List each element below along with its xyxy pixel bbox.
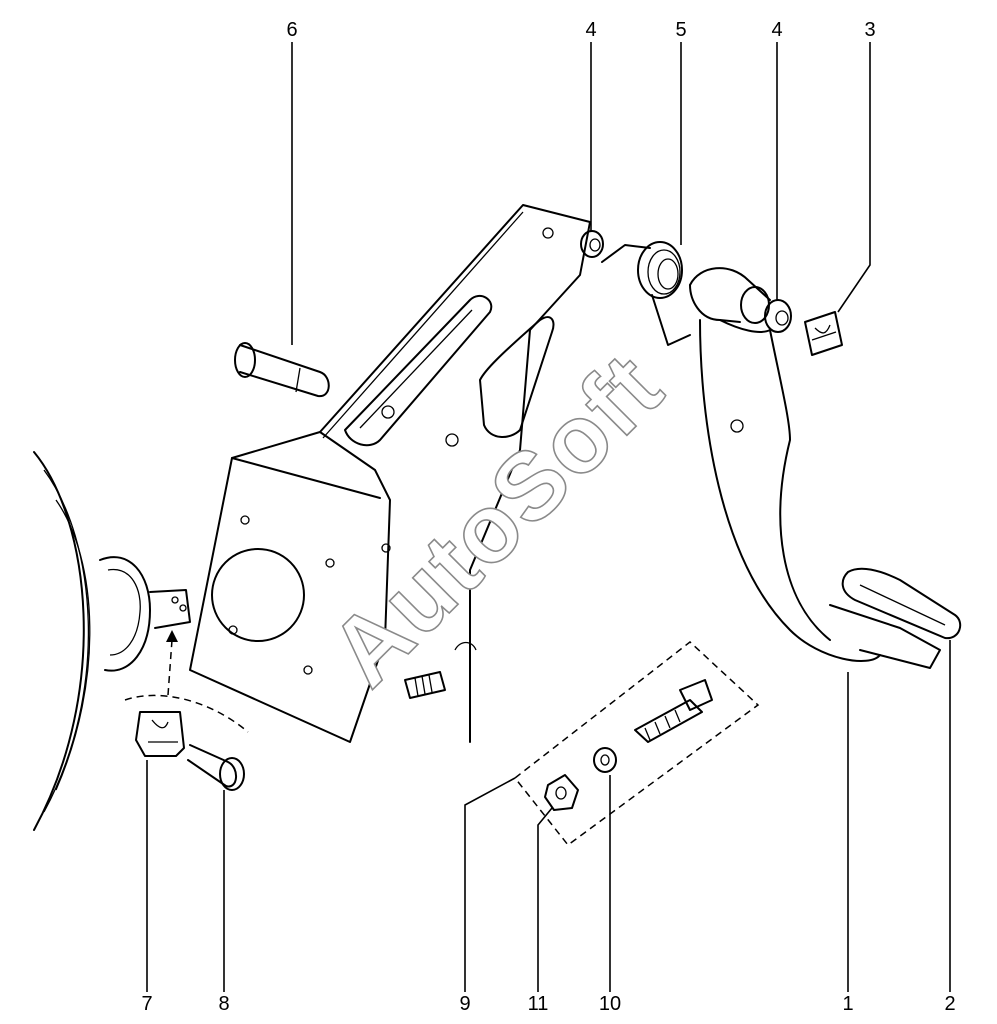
switch-group-drawing <box>513 641 760 847</box>
callout-3: 3 <box>864 19 876 41</box>
pivot-pin-drawing <box>234 342 330 398</box>
flywheel-drawing <box>33 451 191 831</box>
callout-2: 2 <box>944 993 956 1015</box>
assembly-arc <box>124 694 249 733</box>
retaining-clip-drawing <box>804 311 843 356</box>
pedal-bracket-drawing <box>189 204 591 743</box>
pedal-pad-drawing <box>841 567 962 640</box>
callout-5: 5 <box>675 19 687 41</box>
return-spring-drawing <box>601 241 691 346</box>
callout-8: 8 <box>218 993 230 1015</box>
clip-7-drawing <box>135 711 185 757</box>
callout-1: 1 <box>842 993 854 1015</box>
arrow-head <box>166 630 178 642</box>
callout-4-right: 4 <box>771 19 783 41</box>
callout-7: 7 <box>141 993 153 1015</box>
callout-4-left: 4 <box>585 19 597 41</box>
assembly-arrow <box>167 639 173 696</box>
bushing-left-drawing <box>580 230 604 258</box>
pedal-lever-drawing <box>689 267 941 669</box>
pin-8-drawing <box>187 744 245 791</box>
callout-11: 11 <box>527 993 549 1015</box>
leader-lines <box>146 42 951 992</box>
callout-10: 10 <box>598 993 622 1015</box>
callout-6: 6 <box>286 19 298 41</box>
callout-9: 9 <box>459 993 471 1015</box>
